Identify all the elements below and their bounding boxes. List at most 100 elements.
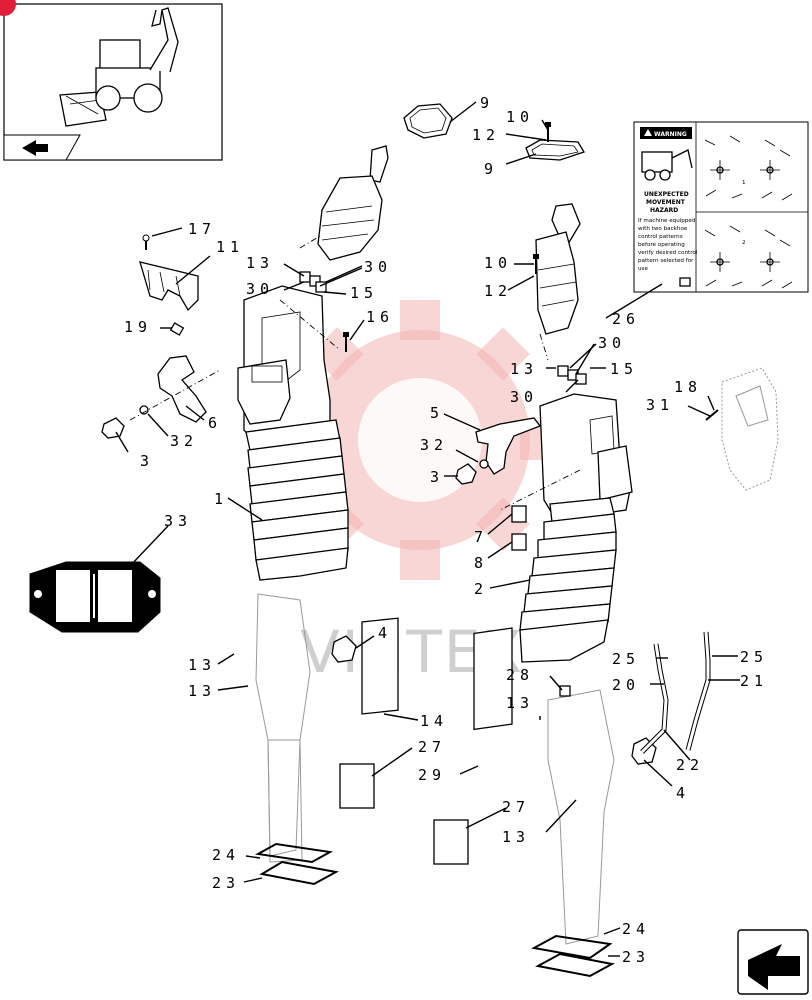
pattern-number-2: 2 [742,240,746,246]
callout-17: 17 [188,220,216,238]
callout-26: 26 [612,310,640,328]
backhoe-loader-icon [59,7,179,127]
decal-title-3: HAZARD [650,207,678,214]
callout-labels: 9 10 12 9 17 11 13 30 30 15 16 19 6 32 3… [124,94,768,966]
next-page-arrow-icon[interactable] [737,929,809,995]
leader-lines [115,101,740,957]
knob-nut-icon [455,463,477,485]
callout-32: 32 [170,432,198,450]
callout-11: 11 [216,238,244,256]
screw-icon [705,409,719,421]
callout-15: 15 [610,360,638,378]
washer-icon [479,459,489,469]
callout-4: 4 [378,624,392,642]
callout-5: 5 [430,404,444,422]
callout-13: 13 [188,656,216,674]
callout-9: 9 [484,160,498,178]
callout-13: 13 [510,360,538,378]
callout-24: 24 [212,846,240,864]
right-console-housing [519,393,633,663]
cover-14 [361,617,399,715]
callout-6: 6 [208,414,222,432]
callout-8: 8 [474,554,488,572]
spacer-7 [511,505,527,523]
callout-13: 13 [246,254,274,272]
screw-icon [142,234,150,250]
cover-29 [473,627,513,731]
joystick-grip-5 [475,417,542,475]
callout-19: 19 [124,318,152,336]
callout-13: 13 [188,682,216,700]
callout-31: 31 [646,396,674,414]
callout-32: 32 [420,436,448,454]
mounting-bracket-11 [139,261,199,312]
pad-28 [559,685,571,697]
right-pedestal [547,689,615,945]
decal-body-4: before operating [638,242,685,248]
spacer-8 [511,533,527,551]
callout-3: 3 [430,468,444,486]
decal-body-7: use [638,266,648,272]
warning-decal: WARNING UNEXPECTED MOVEMENT HAZARD If ma… [633,121,809,293]
callout-2: 2 [474,580,488,598]
callout-27: 27 [502,798,530,816]
bellows [519,497,617,663]
callout-12: 12 [472,126,500,144]
connector-cluster-left [299,271,327,293]
callout-23: 23 [622,948,650,966]
callout-30: 30 [246,280,274,298]
callout-25: 25 [740,648,768,666]
warning-header: WARNING [654,131,687,138]
callout-24: 24 [622,920,650,938]
rod-25-20-left [640,643,669,754]
callout-16: 16 [366,308,394,326]
control-pattern-1-pictogram: 1 [704,135,793,201]
callout-9: 9 [480,94,494,112]
connector-cluster-right [557,365,587,385]
callout-23: 23 [212,874,240,892]
bracket-31 [721,367,779,491]
callout-27: 27 [418,738,446,756]
callout-10: 10 [506,108,534,126]
callout-30: 30 [598,334,626,352]
control-pattern-2-pictogram: 2 [704,225,793,289]
callout-15: 15 [350,284,378,302]
decal-body-2: with two backhoe [638,226,688,232]
right-joystick [535,203,581,361]
callout-13: 13 [502,828,530,846]
screw-icon [343,332,349,352]
arrow-right-icon [22,140,48,156]
gasket-33 [29,561,161,633]
boot-gasket-top [403,103,453,139]
callout-4: 4 [676,784,690,802]
seal-rings-left [254,842,339,886]
knob-nut-icon [101,417,125,439]
left-console-housing [237,285,349,581]
screw-icon [533,254,539,274]
callout-14: 14 [420,712,448,730]
bellows [245,419,349,581]
callout-7: 7 [474,528,488,546]
decal-body-6: pattern selected for [638,258,694,264]
decal-title-1: UNEXPECTED [644,191,689,198]
pad-27-left [339,763,375,809]
callout-30: 30 [364,258,392,276]
callout-12: 12 [484,282,512,300]
machine-pictogram [641,149,693,181]
washer-icon [139,405,149,415]
callout-30: 30 [510,388,538,406]
decal-body-5: verify desired control [638,250,698,256]
callout-29: 29 [418,766,446,784]
left-joystick [299,145,389,261]
red-corner-badge [0,0,16,16]
callout-3: 3 [140,452,154,470]
pad-27-right [433,819,469,865]
callout-33: 33 [164,512,192,530]
decal-title-2: MOVEMENT [646,199,686,206]
callout-1: 1 [214,490,228,508]
callout-10: 10 [484,254,512,272]
knob-nut-icon [331,635,357,663]
pad-19 [169,322,185,336]
callout-13: 13 [506,694,534,712]
boot-gasket-plate [525,139,585,161]
